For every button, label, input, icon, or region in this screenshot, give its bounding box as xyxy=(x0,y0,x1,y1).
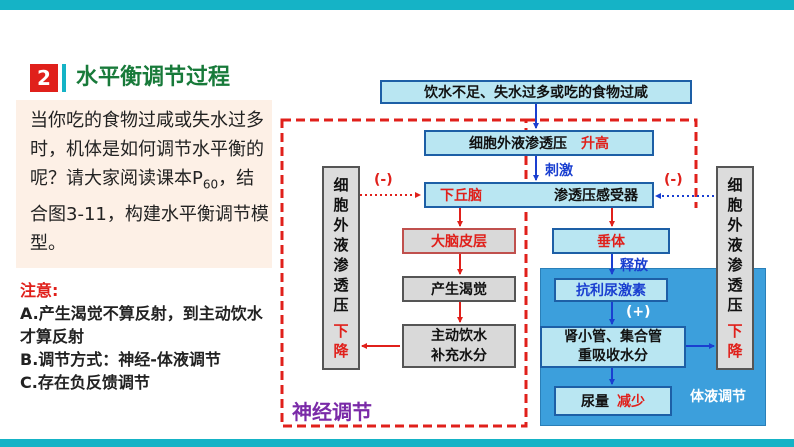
dashed-frame-right xyxy=(526,118,698,208)
hypothalamus-box: 下丘脑 渗透压感受器 xyxy=(424,182,654,208)
left-col-char-5: 渗 xyxy=(333,256,349,274)
question-page-sub: 60 xyxy=(202,177,219,192)
hypothalamus-text: 下丘脑 xyxy=(440,188,482,204)
pituitary-box: 垂体 xyxy=(552,228,670,254)
osmotic-pressure-state: 升高 xyxy=(581,136,609,152)
osmotic-pressure-box: 细胞外液渗透压 升高 xyxy=(424,130,654,156)
stimulus-box: 饮水不足、失水过多或吃的食物过咸 xyxy=(380,80,692,104)
feedback-right-label: (-) xyxy=(664,172,683,188)
right-col-char-3: 外 xyxy=(727,216,743,234)
neural-regulation-label: 神经调节 xyxy=(292,400,372,424)
question-panel: 当你吃的食物过咸或失水过多时，机体是如何调节水平衡的呢？请大家阅读课本P60，结… xyxy=(16,100,272,268)
question-text-before: 当你吃的食物过咸或失水过多时，机体是如何调节水平衡的呢？请大家阅读课本P xyxy=(30,110,264,189)
urine-text: 尿量 xyxy=(581,394,609,410)
left-col-char-7: 压 xyxy=(333,296,349,314)
neural-regulation-frame xyxy=(280,118,528,428)
adh-text: 抗利尿激素 xyxy=(576,283,646,299)
left-col-char-1: 细 xyxy=(333,176,349,194)
right-col-char-2: 胞 xyxy=(727,196,743,214)
osmotic-pressure-drop-left: 细 胞 外 液 渗 透 压 下 降 xyxy=(322,166,360,370)
title-divider xyxy=(62,64,66,92)
active-drinking-box: 主动饮水 补充水分 xyxy=(402,324,516,368)
urine-box: 尿量 减少 xyxy=(554,386,672,416)
left-decrease-char-1: 下 xyxy=(333,322,349,340)
right-col-char-7: 压 xyxy=(727,296,743,314)
question-text-after: ，结合图3-11，构建水平衡调节模型。 xyxy=(30,168,269,254)
osmotic-pressure-drop-right: 细 胞 外 液 渗 透 压 下 降 xyxy=(716,166,754,370)
right-col-char-1: 细 xyxy=(727,176,743,194)
feedback-left-label: (-) xyxy=(374,172,393,188)
right-decrease-char-1: 下 xyxy=(727,322,743,340)
right-decrease-char-2: 降 xyxy=(727,342,743,360)
notes-title: 注意: xyxy=(20,281,59,300)
stimulate-label: 刺激 xyxy=(545,163,573,179)
pituitary-text: 垂体 xyxy=(597,234,625,250)
right-col-char-4: 液 xyxy=(727,236,743,254)
right-col-char-6: 透 xyxy=(727,276,743,294)
top-accent-bar xyxy=(0,0,794,10)
kidney-line1: 肾小管、集合管 xyxy=(564,329,662,345)
urine-state: 减少 xyxy=(617,394,645,410)
plus-label: (+) xyxy=(626,304,651,320)
left-decrease-char-2: 降 xyxy=(333,342,349,360)
left-col-char-2: 胞 xyxy=(333,196,349,214)
thirst-box: 产生渴觉 xyxy=(402,276,516,302)
notes-block: 注意: A.产生渴觉不算反射，到主动饮水才算反射 B.调节方式：神经-体液调节 … xyxy=(20,279,276,394)
thirst-text: 产生渴觉 xyxy=(431,282,487,298)
active-drinking-line1: 主动饮水 xyxy=(431,328,487,344)
kidney-box: 肾小管、集合管 重吸收水分 xyxy=(540,326,686,368)
adh-box: 抗利尿激素 xyxy=(554,278,668,302)
left-col-char-4: 液 xyxy=(333,236,349,254)
osmotic-pressure-text: 细胞外液渗透压 xyxy=(469,136,567,152)
note-item-b: B.调节方式：神经-体液调节 xyxy=(20,350,221,369)
left-col-char-6: 透 xyxy=(333,276,349,294)
receptor-text: 渗透压感受器 xyxy=(554,188,638,204)
section-number-badge: 2 xyxy=(30,64,58,92)
note-item-c: C.存在负反馈调节 xyxy=(20,373,150,392)
humoral-regulation-label: 体液调节 xyxy=(690,389,746,405)
section-title: 水平衡调节过程 xyxy=(76,65,231,90)
cerebral-cortex-text: 大脑皮层 xyxy=(431,234,487,250)
stimulus-text: 饮水不足、失水过多或吃的食物过咸 xyxy=(424,85,648,101)
bottom-accent-bar xyxy=(0,439,794,447)
active-drinking-line2: 补充水分 xyxy=(431,348,487,364)
cerebral-cortex-box: 大脑皮层 xyxy=(402,228,516,254)
note-item-a: A.产生渴觉不算反射，到主动饮水才算反射 xyxy=(20,304,263,346)
right-col-char-5: 渗 xyxy=(727,256,743,274)
release-label: 释放 xyxy=(620,258,648,274)
left-col-char-3: 外 xyxy=(333,216,349,234)
kidney-line2: 重吸收水分 xyxy=(578,348,648,364)
